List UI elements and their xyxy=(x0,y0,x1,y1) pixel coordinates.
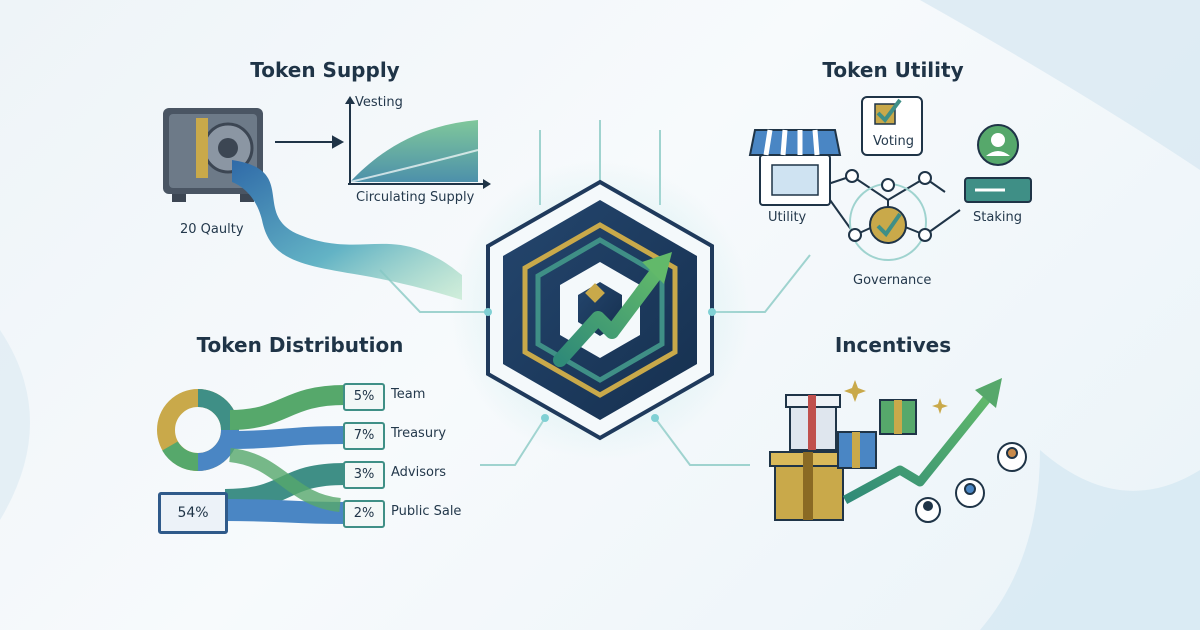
vesting-label: Vesting xyxy=(355,95,403,110)
central-token-badge xyxy=(450,160,750,460)
token-distribution-title: Token Distribution xyxy=(196,333,404,357)
distribution-percent-treasury: 7% xyxy=(343,422,385,450)
supply-stream xyxy=(232,160,462,300)
token-supply-title: Token Supply xyxy=(250,58,400,82)
network-nodes xyxy=(845,169,932,242)
governance-label: Governance xyxy=(853,273,932,288)
distribution-label-public-sale: Public Sale xyxy=(391,504,462,519)
vesting-chart xyxy=(345,96,491,189)
distribution-percent-advisors: 3% xyxy=(343,461,385,489)
voting-icon xyxy=(861,96,923,156)
distribution-label-advisors: Advisors xyxy=(391,465,447,480)
distribution-label-treasury: Treasury xyxy=(391,426,447,441)
growth-arrow-icon xyxy=(842,378,1002,504)
utility-label: Utility xyxy=(768,210,807,225)
main-percent-box: 54% xyxy=(158,492,228,534)
incentives-title: Incentives xyxy=(834,333,952,357)
quality-label: 20 Qaulty xyxy=(180,222,244,237)
connector-dots xyxy=(484,308,716,422)
distribution-percent-team: 5% xyxy=(343,383,385,411)
distribution-flows xyxy=(224,385,346,524)
token-utility-title: Token Utility xyxy=(822,58,964,82)
staking-label: Staking xyxy=(973,210,1022,225)
governance-icon xyxy=(869,206,907,244)
distribution-donut xyxy=(157,389,239,471)
sparkle-icons xyxy=(844,380,948,414)
store-icon xyxy=(748,129,842,206)
gifts-icon xyxy=(769,394,917,521)
arrow-to-chart-icon xyxy=(275,135,345,149)
user-avatar-icons xyxy=(915,442,1027,523)
circulating-supply-label: Circulating Supply xyxy=(356,190,475,205)
voting-label: Voting xyxy=(873,134,915,149)
distribution-percent-public-sale: 2% xyxy=(343,500,385,528)
distribution-label-team: Team xyxy=(391,387,426,402)
staking-icon xyxy=(964,124,1032,203)
